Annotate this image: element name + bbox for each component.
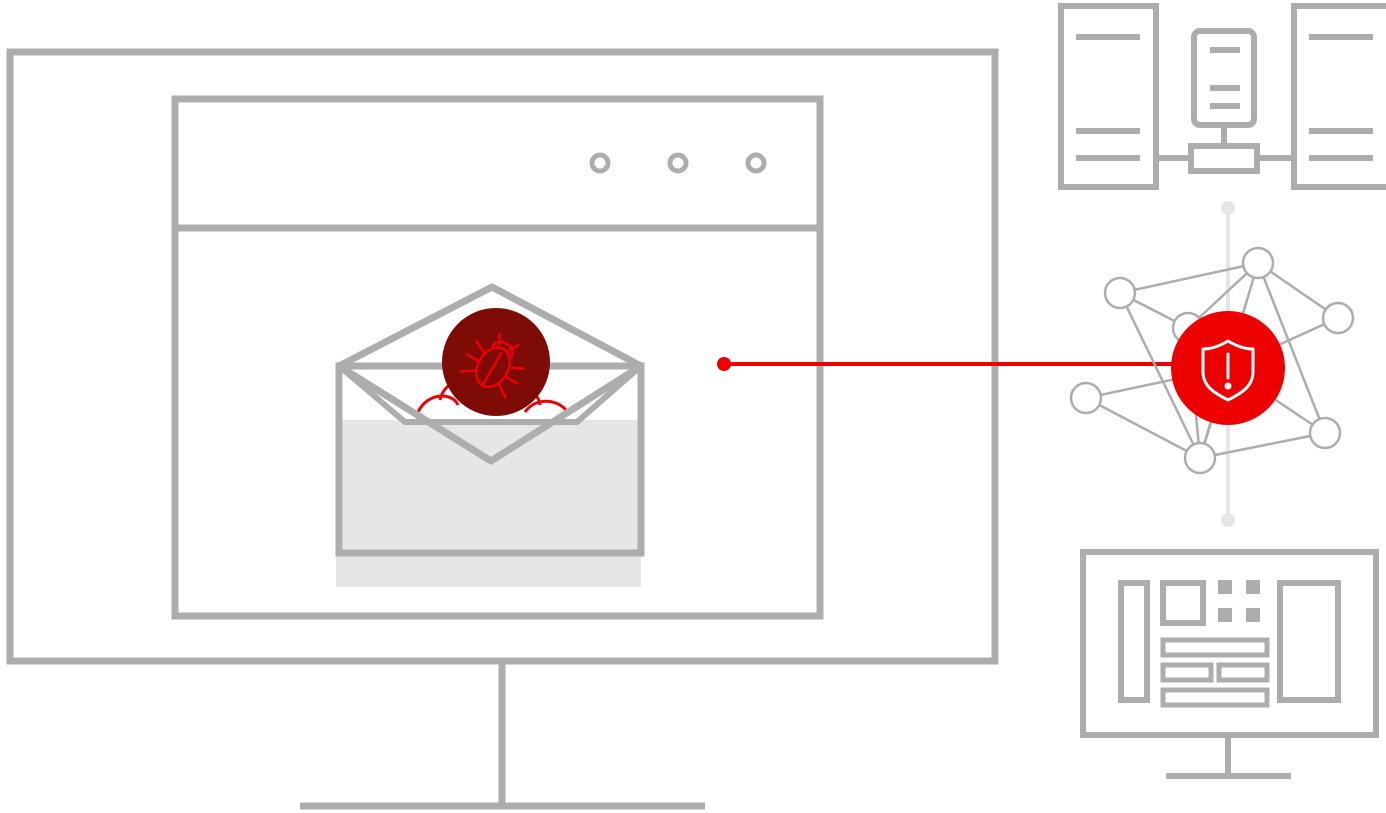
connector-dot [717,357,731,371]
dashboard-tile [1218,608,1232,622]
window-dot [748,155,764,171]
server-icon [1061,6,1386,187]
dashboard-tiles [1218,580,1260,622]
server-hub [1191,146,1257,171]
network-axis-end [1221,513,1235,527]
dashboard-left-panel [1121,583,1147,700]
network-edge [1200,433,1325,458]
network-node [1071,383,1101,413]
network-node [1323,303,1353,333]
dashboard-rows [1163,640,1267,705]
dashboard-row [1163,640,1267,655]
network-node [1185,443,1215,473]
shield-alert-badge [1171,311,1285,425]
bug-badge [442,308,550,416]
dashboard-tile [1246,580,1260,594]
dashboard-row [1163,665,1211,680]
dashboard-screen [1083,552,1376,735]
window-dot [592,155,608,171]
network-edge [1086,398,1200,458]
dashboard-tile [1246,608,1260,622]
dashboard-row [1219,665,1267,680]
network-edge [1120,263,1258,293]
alert-exclamation-dot [1226,384,1230,388]
network-node [1243,248,1273,278]
dashboard-widget [1163,583,1203,623]
envelope-shadow [336,420,641,587]
dashboard-row [1163,690,1267,705]
network-node [1105,278,1135,308]
window-dot [670,155,686,171]
dashboard-tile [1218,580,1232,594]
server-center [1194,31,1254,125]
dashboard-right-panel [1280,583,1338,700]
network-node [1310,418,1340,448]
window-dots-icon [592,155,764,171]
alert-connector [717,357,1175,371]
network-axis-end [1221,201,1235,215]
